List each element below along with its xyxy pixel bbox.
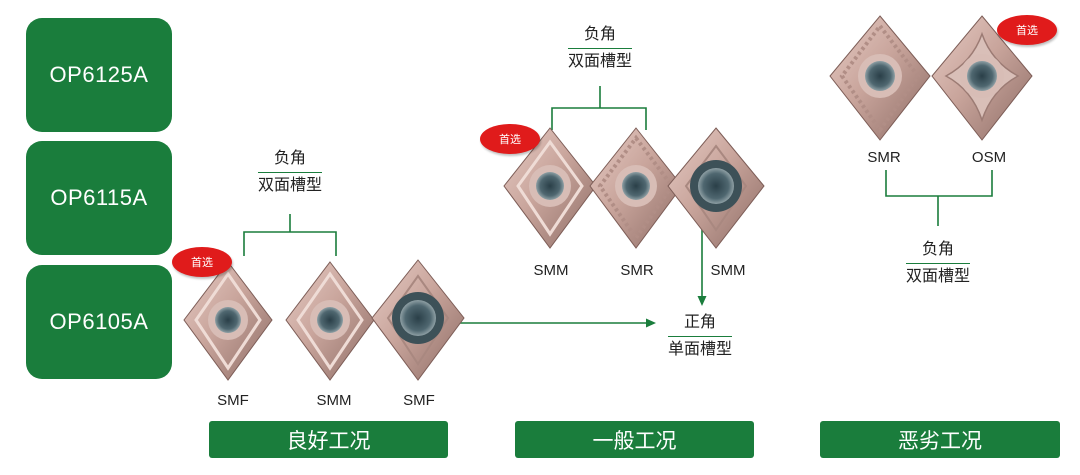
- geometry-label-negative: 负角 双面槽型: [905, 240, 971, 287]
- insert-label: SMM: [316, 392, 352, 409]
- grade-op6125a: OP6125A: [26, 18, 172, 132]
- insert-label: SMM: [710, 262, 746, 279]
- preferred-badge: 首选: [172, 247, 232, 277]
- insert-icon: [667, 127, 765, 249]
- geometry-line1: 负角: [583, 26, 617, 43]
- geometry-line2: 单面槽型: [667, 336, 733, 360]
- geometry-line2: 双面槽型: [905, 263, 971, 287]
- insert-label: SMF: [403, 392, 435, 409]
- geometry-line1: 负角: [921, 241, 955, 258]
- insert-label: SMR: [867, 149, 901, 166]
- condition-good: 良好工况: [209, 421, 448, 458]
- preferred-badge: 首选: [997, 15, 1057, 45]
- geometry-line1: 负角: [273, 150, 307, 167]
- insert-icon: [183, 261, 273, 381]
- condition-general: 一般工况: [515, 421, 754, 458]
- insert-label: SMR: [620, 262, 654, 279]
- insert-icon: [503, 127, 597, 249]
- insert-icon: [931, 15, 1033, 141]
- geometry-label-positive: 正角 单面槽型: [667, 313, 733, 360]
- geometry-label-negative: 负角 双面槽型: [567, 25, 633, 72]
- insert-icon: [829, 15, 931, 141]
- geometry-line1: 正角: [683, 314, 717, 331]
- geometry-line2: 双面槽型: [567, 48, 633, 72]
- insert-label: OSM: [971, 149, 1007, 166]
- insert-label: SMM: [533, 262, 569, 279]
- condition-bad: 恶劣工况: [820, 421, 1060, 458]
- insert-icon: [371, 259, 465, 381]
- preferred-badge: 首选: [480, 124, 540, 154]
- insert-icon: [285, 261, 375, 381]
- insert-label: SMF: [217, 392, 249, 409]
- grade-op6115a: OP6115A: [26, 141, 172, 255]
- geometry-line2: 双面槽型: [257, 172, 323, 196]
- insert-icon: [589, 127, 683, 249]
- grade-op6105a: OP6105A: [26, 265, 172, 379]
- geometry-label-negative: 负角 双面槽型: [257, 149, 323, 196]
